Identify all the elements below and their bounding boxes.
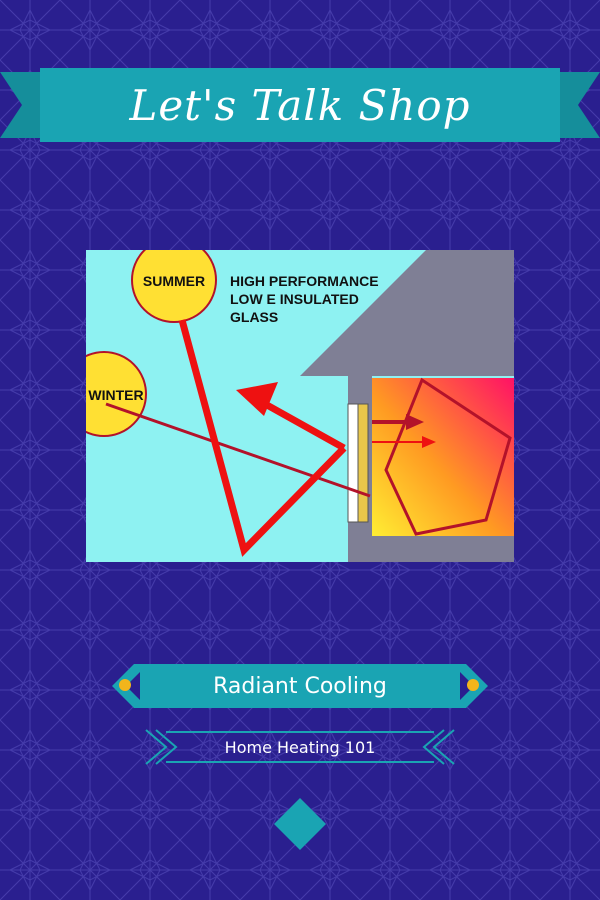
- glass-pane-inner: [357, 403, 369, 523]
- wall-bottom: [348, 536, 514, 562]
- summer-label: SUMMER: [143, 273, 205, 289]
- transmitted-arrowhead-2-icon: [422, 436, 436, 448]
- glass-label-line2: LOW E INSULATED: [230, 291, 359, 307]
- page-title: Let's Talk Shop: [129, 80, 471, 130]
- glass-pane-outer: [347, 403, 359, 523]
- right-dot-icon: [467, 679, 479, 691]
- reflected-arrowhead-icon: [236, 382, 278, 416]
- winter-label: WINTER: [88, 387, 143, 403]
- winter-sun-icon: [86, 351, 147, 437]
- winter-ray: [105, 402, 371, 498]
- roof-shape: [300, 250, 514, 376]
- title-banner: [0, 68, 600, 142]
- ribbon-label: Radiant Cooling: [213, 673, 387, 699]
- room-interior: [372, 378, 514, 536]
- reflected-ray: [256, 396, 346, 452]
- summer-ray: [178, 319, 347, 557]
- transmitted-arrowhead-1-icon: [406, 414, 424, 430]
- summer-sun-icon: [131, 250, 217, 323]
- diamond-icon: [274, 798, 326, 850]
- interior-outline: [384, 377, 512, 536]
- glass-label-line3: GLASS: [230, 309, 278, 325]
- glass-label-line1: HIGH PERFORMANCE: [230, 273, 379, 289]
- left-dot-icon: [119, 679, 131, 691]
- subtitle-outline-banner: [145, 729, 455, 765]
- radiant-diagram: SUMMER WINTER HIGH PERFORMANCE LOW E INS…: [86, 250, 514, 562]
- course-label: Home Heating 101: [224, 737, 376, 757]
